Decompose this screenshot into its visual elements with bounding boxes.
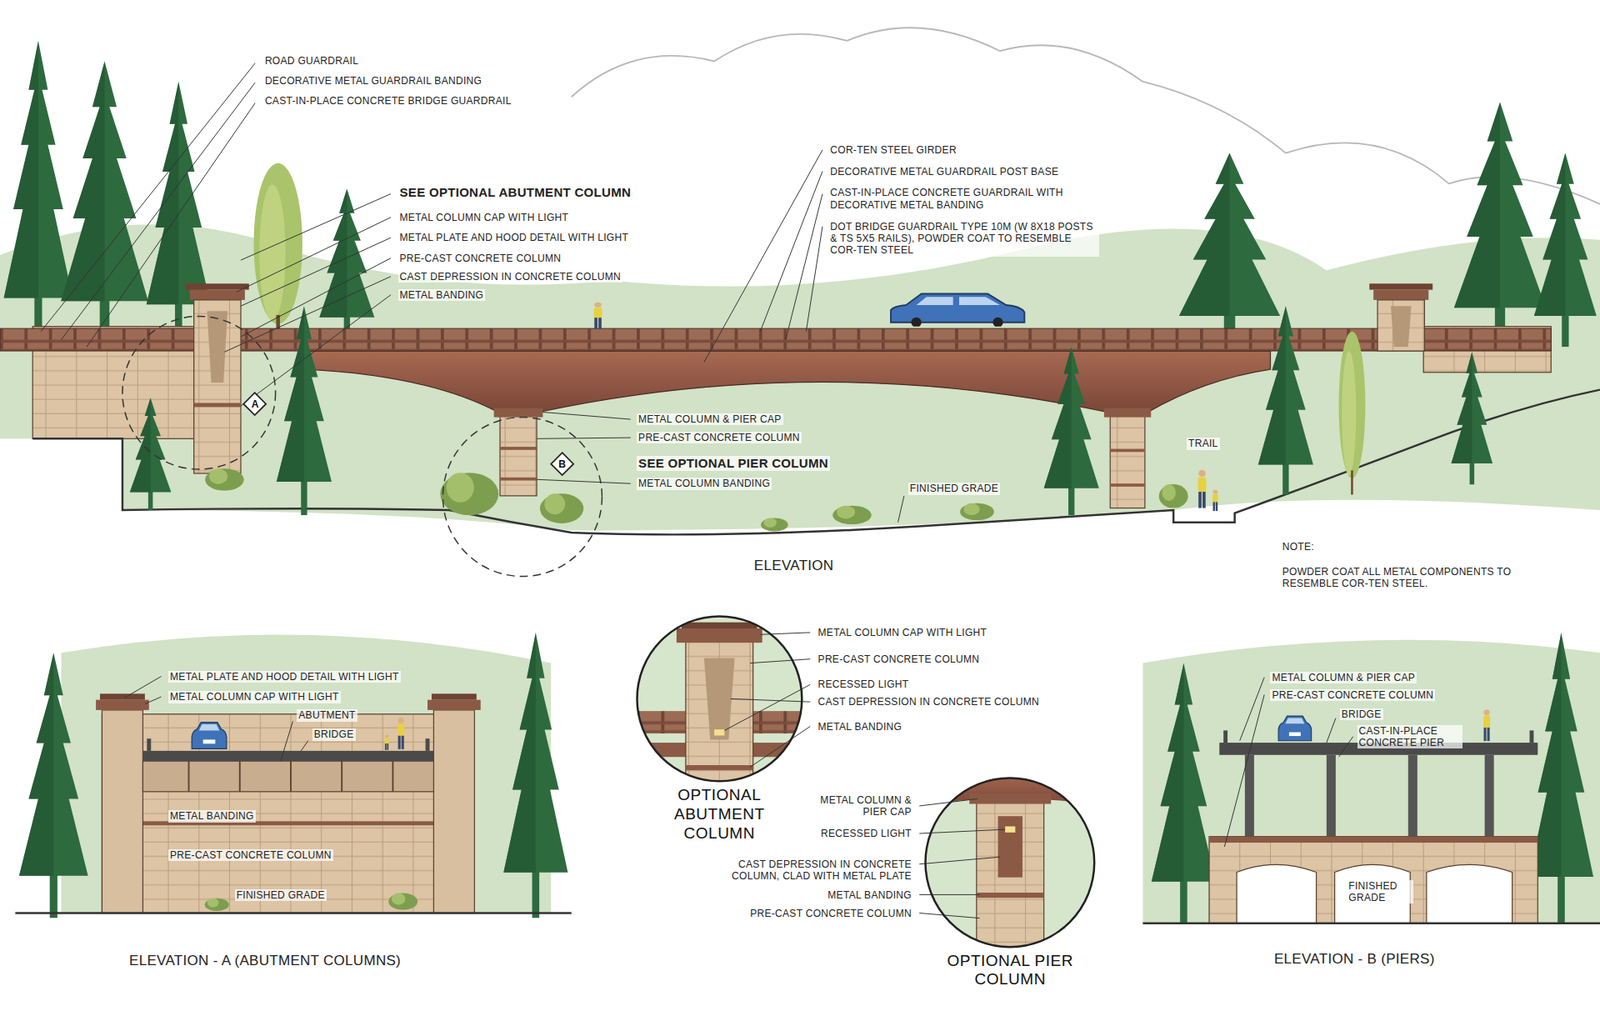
- callout-label: PRE-CAST CONCRETE COLUMN: [168, 849, 334, 861]
- callout-label: SEE OPTIONAL PIER COLUMN: [636, 455, 830, 471]
- callout-label: METAL COLUMN & PIER CAP: [636, 413, 784, 425]
- callout-label: ELEVATION - A (ABUTMENT COLUMNS): [127, 952, 403, 970]
- callout-label: RECESSED LIGHT: [819, 827, 914, 840]
- callout-label: METAL PLATE AND HOOD DETAIL WITH LIGHT: [168, 670, 401, 683]
- callout-label: BRIDGE: [1340, 708, 1384, 720]
- callout-label: METAL COLUMN BANDING: [636, 477, 772, 490]
- callout-label: DECORATIVE METAL GUARDRAIL BANDING: [263, 75, 484, 87]
- callout-label: ELEVATION: [752, 557, 836, 575]
- callout-label: FINISHED GRADE: [1346, 880, 1414, 905]
- callout-label: ABUTMENT: [296, 709, 357, 721]
- callout-label: METAL BANDING: [825, 889, 914, 901]
- callout-label: METAL COLUMN & PIER CAP: [797, 794, 914, 819]
- callout-diamond: B: [550, 451, 575, 476]
- callout-label: PRE-CAST CONCRETE COLUMN: [398, 252, 564, 265]
- callout-label: DECORATIVE METAL GUARDRAIL POST BASE: [828, 165, 1060, 178]
- callout-label: NOTE:: [1280, 540, 1316, 553]
- callout-label: METAL COLUMN CAP WITH LIGHT: [168, 690, 341, 703]
- detail-heading: OPTIONAL PIER COLUMN: [943, 951, 1077, 990]
- callout-label: PRE-CAST CONCRETE COLUMN: [748, 907, 914, 920]
- callout-label: POWDER COAT ALL METAL COMPONENTS TO RESE…: [1280, 565, 1560, 590]
- callout-label: METAL COLUMN & PIER CAP: [1270, 671, 1417, 684]
- callout-label: METAL BANDING: [398, 289, 486, 301]
- callout-label: PRE-CAST CONCRETE COLUMN: [816, 653, 982, 665]
- callout-label: CAST DEPRESSION IN CONCRETE COLUMN: [816, 695, 1041, 708]
- callout-label: FINISHED GRADE: [235, 889, 327, 901]
- callout-label: CAST-IN-PLACE CONCRETE BRIDGE GUARDRAIL: [263, 95, 514, 107]
- detail-circle: OPTIONAL ABUTMENT COLUMN: [635, 615, 804, 783]
- callout-label: METAL PLATE AND HOOD DETAIL WITH LIGHT: [398, 231, 631, 244]
- circle-outline: [635, 615, 804, 783]
- callout-label: BRIDGE: [312, 728, 356, 740]
- callout-label: PRE-CAST CONCRETE COLUMN: [1270, 689, 1435, 701]
- callout-label: RECESSED LIGHT: [816, 678, 911, 690]
- callout-letter: B: [550, 451, 575, 476]
- callout-label: ELEVATION - B (PIERS): [1272, 950, 1437, 968]
- callout-label: METAL COLUMN CAP WITH LIGHT: [398, 211, 571, 224]
- callout-label: METAL BANDING: [168, 810, 256, 822]
- circle-shape: [925, 777, 1095, 947]
- callout-letter: A: [242, 391, 267, 416]
- circle-outline: [924, 776, 1096, 949]
- callout-label: CAST-IN-PLACE CONCRETE GUARDRAIL WITH DE…: [828, 186, 1118, 211]
- callout-label: ROAD GUARDRAIL: [263, 55, 360, 67]
- callout-label: DOT BRIDGE GUARDRAIL TYPE 10M (W 8X18 PO…: [828, 220, 1100, 257]
- callout-label: CAST DEPRESSION IN CONCRETE COLUMN, CLAD…: [705, 858, 914, 883]
- callout-label: SEE OPTIONAL ABUTMENT COLUMN: [398, 185, 634, 200]
- callout-label: TRAIL: [1186, 437, 1220, 450]
- detail-circle: OPTIONAL PIER COLUMN: [924, 776, 1096, 949]
- callout-label: PRE-CAST CONCRETE COLUMN: [636, 431, 802, 444]
- circle-shape: [636, 616, 802, 782]
- callout-label: METAL BANDING: [816, 720, 905, 733]
- callout-diamond: A: [242, 391, 267, 416]
- callout-label: FINISHED GRADE: [908, 482, 1000, 495]
- callout-label: METAL COLUMN CAP WITH LIGHT: [816, 626, 990, 639]
- callout-label: CAST DEPRESSION IN CONCRETE COLUMN: [398, 270, 623, 283]
- callout-label: COR-TEN STEEL GIRDER: [828, 144, 959, 156]
- callout-label: CAST-IN-PLACE CONCRETE PIER: [1357, 725, 1463, 750]
- detail-heading: OPTIONAL ABUTMENT COLUMN: [652, 785, 786, 843]
